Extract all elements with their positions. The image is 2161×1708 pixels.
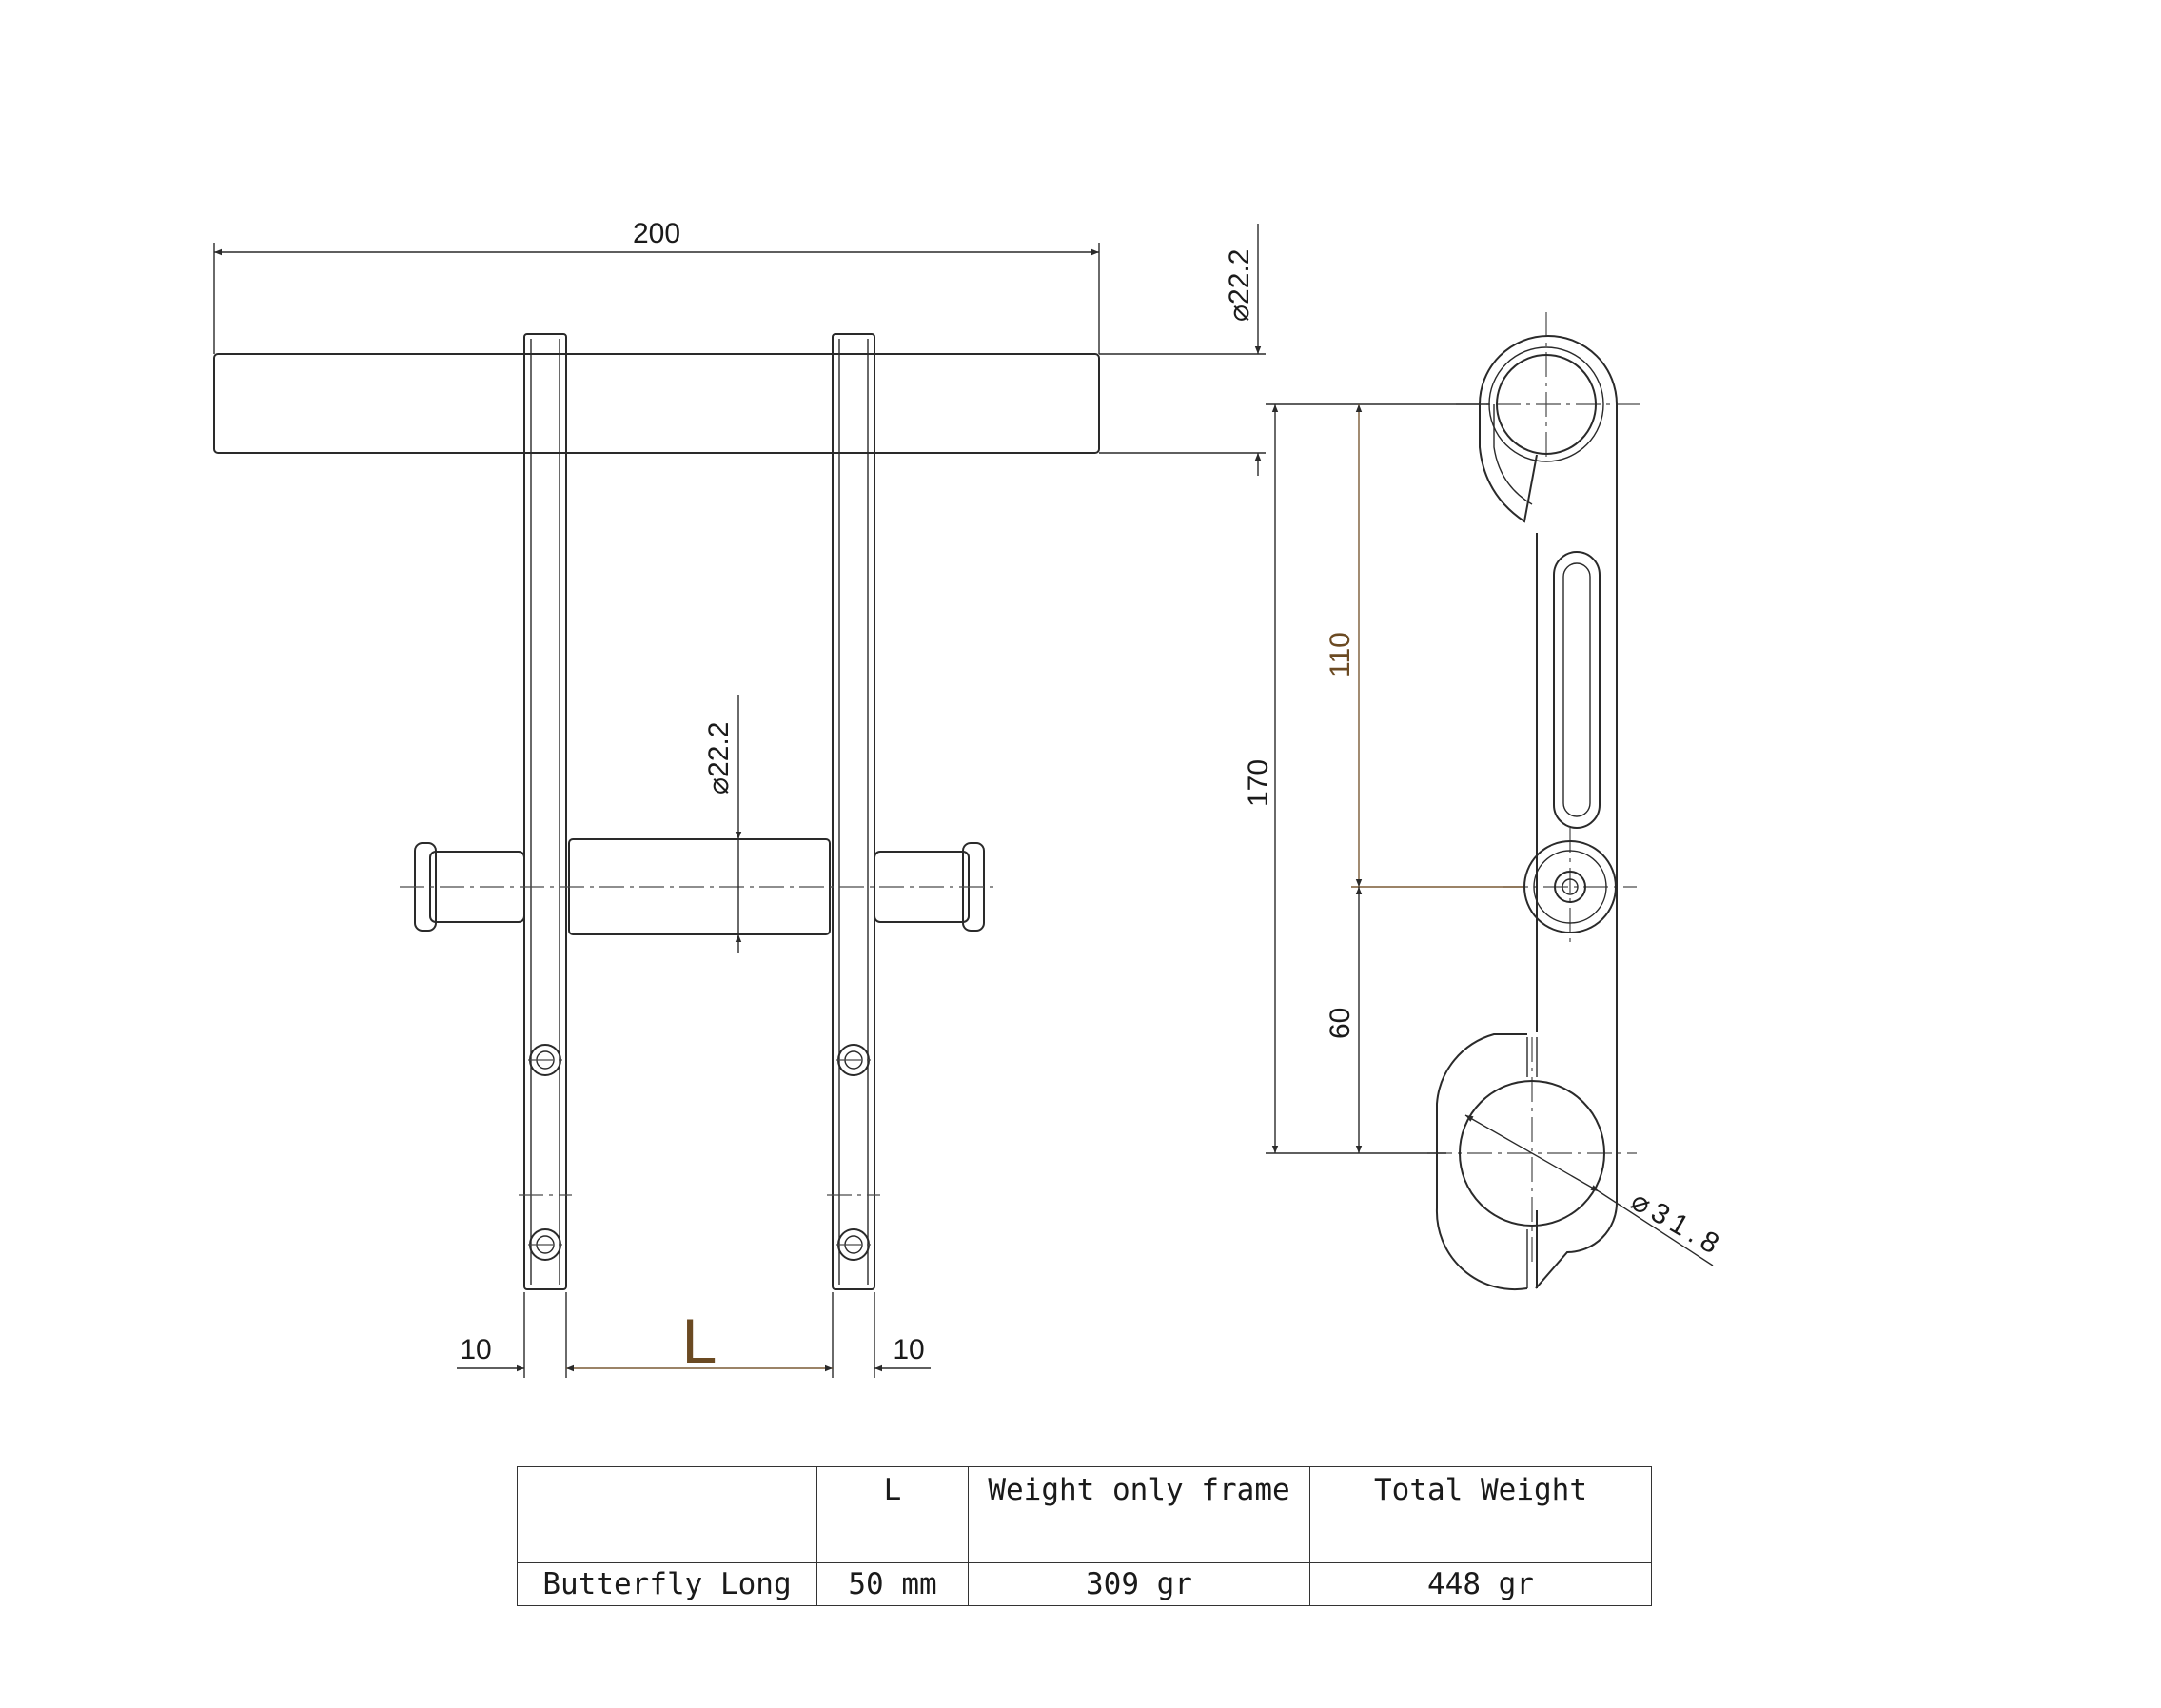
lower-clamp [1435,1033,1528,1291]
table-header-cell [517,1466,817,1563]
table-cell: 50 mm [816,1562,969,1606]
top-bar [213,353,1100,454]
clamp-section [1459,1080,1605,1227]
dim-clamp-diameter-label: ⌀31.8 [1626,1185,1730,1263]
table-header-cell: Weight only frame [968,1466,1310,1563]
front-view: 200 ⌀22.2 ⌀22.2 10 10 L [213,218,1266,1378]
dim-width-label: 200 [633,218,680,249]
left-upright [523,333,567,1290]
dim-axle-diameter-label: ⌀22.2 [703,722,735,795]
top-bar-section [1496,354,1597,455]
dim-upper-label: 110 [1325,632,1356,677]
spec-table: L Weight only frame Total Weight Butterf… [517,1466,1652,1606]
dim-left-side-label: 10 [460,1334,491,1365]
table-cell: 309 gr [968,1562,1310,1606]
table-header-cell: L [816,1466,969,1563]
link-plate [1479,335,1618,1289]
table-header-cell: Total Weight [1309,1466,1652,1563]
right-upright [832,333,875,1290]
bolt-holes [519,1044,880,1261]
dim-lower-label: 60 [1325,1008,1356,1039]
dim-bar-diameter-label: ⌀22.2 [1224,249,1255,322]
table-header-row: L Weight only frame Total Weight [517,1466,1652,1563]
dim-right-side-label: 10 [893,1334,924,1365]
table-row: Butterfly Long 50 mm 309 gr 448 gr [517,1562,1652,1606]
dim-total-height-label: 170 [1243,759,1274,807]
table-cell: 448 gr [1309,1562,1652,1606]
dim-gap-label: L [682,1306,717,1376]
table-cell: Butterfly Long [517,1562,817,1606]
slot [1553,551,1601,829]
pivot [1523,840,1617,933]
side-view: 170 110 60 ⌀31.8 [1243,312,1730,1291]
